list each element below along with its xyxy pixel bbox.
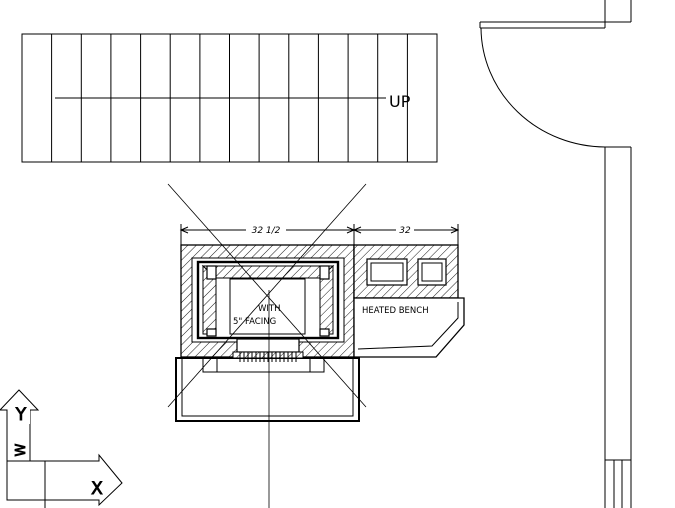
heated-bench-label: HEATED BENCH (362, 306, 429, 316)
stair-up-label: UP (389, 92, 411, 111)
hearth (175, 357, 360, 422)
ucs-y-label: Y (15, 405, 27, 425)
fireplace-grate (236, 338, 300, 353)
ucs-w-label: W (14, 443, 29, 456)
dimension-bench-width: 32 (399, 226, 411, 236)
ucs-icon: Y W X (0, 389, 123, 508)
door-swing-arc (480, 27, 606, 148)
staircase: UP (21, 33, 438, 163)
facing-note-line2: 5" FACING (233, 317, 276, 327)
ucs-x-label: X (91, 479, 103, 499)
dimension-firebox-width: 32 1/2 (252, 226, 281, 236)
facing-note-line1: WITH (258, 304, 281, 314)
dimension-lines: 32 1/2 32 (179, 224, 460, 246)
firebox-opening (229, 278, 306, 335)
door-and-wall (479, 0, 632, 508)
heated-bench (353, 297, 465, 358)
fireplace: 32 1/2 32 HEATED BENCH (167, 183, 465, 508)
